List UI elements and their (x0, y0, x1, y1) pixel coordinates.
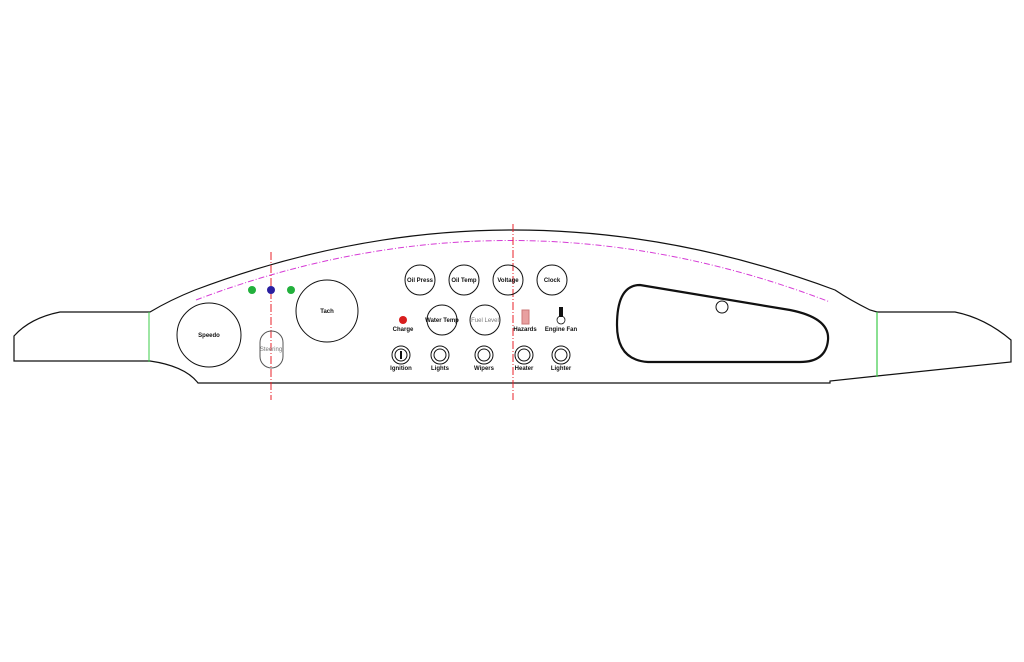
charge-led (399, 316, 407, 324)
water-temp-label: Water Temp (425, 318, 459, 324)
glovebox-outline (615, 283, 830, 364)
oil-press-label: Oil Press (407, 278, 434, 284)
ignition-switch[interactable] (391, 345, 411, 365)
speedo-label: Speedo (198, 333, 220, 339)
glovebox-lock (715, 300, 729, 314)
engine-fan-toggle-base (556, 315, 566, 325)
lights-label: Lights (431, 366, 450, 372)
heater-switch[interactable] (514, 345, 534, 365)
indicator-led-high-beam (267, 286, 275, 294)
hazards-label: Hazards (513, 327, 537, 333)
indicator-led-right (287, 286, 295, 294)
heater-label: Heater (515, 366, 534, 372)
oil-temp-label: Oil Temp (451, 278, 477, 284)
indicator-led-left (248, 286, 256, 294)
tach-label: Tach (320, 309, 334, 315)
speedo-gauge (176, 302, 242, 368)
engine-fan-toggle[interactable] (559, 307, 563, 317)
oil-press-gauge (404, 264, 436, 296)
dash-outline (13, 229, 1012, 384)
oil-temp-gauge (448, 264, 480, 296)
steering-label: Steering (260, 347, 282, 353)
clock-gauge (536, 264, 568, 296)
wipers-switch[interactable] (474, 345, 494, 365)
wipers-label: Wipers (474, 366, 495, 372)
tach-gauge (295, 279, 359, 343)
voltage-label: Voltage (497, 278, 519, 284)
hazards-switch[interactable] (521, 309, 530, 325)
ignition-label: Ignition (390, 366, 412, 372)
charge-label: Charge (393, 327, 414, 333)
steering-column (259, 330, 284, 369)
engine-fan-label: Engine Fan (545, 327, 578, 333)
lights-switch[interactable] (430, 345, 450, 365)
lighter-socket[interactable] (551, 345, 571, 365)
voltage-gauge (492, 264, 524, 296)
fuel-level-label: Fuel Level (471, 318, 499, 324)
lighter-label: Lighter (551, 366, 572, 372)
fuel-level-gauge (469, 304, 501, 336)
water-temp-gauge (426, 304, 458, 336)
clock-label: Clock (544, 278, 561, 284)
